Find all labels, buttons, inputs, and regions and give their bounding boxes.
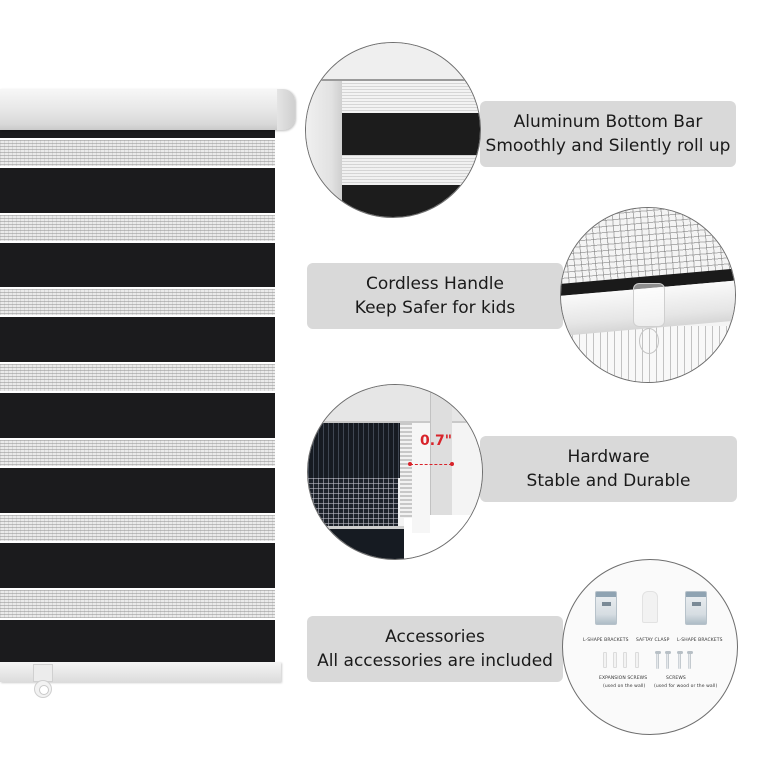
detail-circle-cordless-handle [560, 207, 736, 383]
sheer-stripe [0, 588, 275, 620]
sheer-band [342, 155, 480, 185]
handle-clip-icon [633, 283, 665, 327]
safety-clasp-icon [642, 591, 658, 623]
side-bracket [430, 385, 452, 515]
sheer-stripe [0, 213, 275, 243]
sheer-band [342, 83, 480, 113]
sheer-stripe [0, 513, 275, 543]
mesh-fabric [308, 478, 398, 526]
accessory-label: L-SHAPE BRACKETS [677, 638, 723, 643]
frame-top [306, 43, 480, 81]
sheer-stripe [0, 362, 275, 393]
feature-subtitle: Keep Safer for kids [354, 298, 516, 318]
detail-circle-hardware: 0.7" [307, 384, 483, 560]
sheer-stripe [0, 287, 275, 317]
dark-band [342, 113, 480, 155]
feature-title: Accessories [385, 627, 485, 647]
accessory-label: L-SHAPE BRACKETS [583, 638, 629, 643]
expansion-screw-icon [635, 652, 639, 668]
expansion-screw-icon [603, 652, 607, 668]
accessory-label: SAFTAY CLASP [636, 638, 670, 643]
screw-icon [676, 651, 683, 669]
accessory-note: (used on the wall) [603, 684, 646, 689]
screw-icon [686, 651, 693, 669]
feature-label-hardware: Hardware Stable and Durable [480, 436, 737, 502]
accessory-note: (used for wood or the wall) [654, 684, 718, 689]
l-shape-bracket-icon [685, 591, 707, 625]
detail-circle-accessories: L-SHAPE BRACKETS SAFTAY CLASP L-SHAPE BR… [562, 559, 738, 735]
sheer-stripe [0, 138, 275, 168]
measurement-label: 0.7" [420, 433, 453, 449]
handle-ring-icon [639, 328, 659, 354]
feature-label-bottom-bar: Aluminum Bottom Bar Smoothly and Silentl… [480, 101, 736, 167]
feature-label-cordless-handle: Cordless Handle Keep Safer for kids [307, 263, 563, 329]
head-rail-end-cap [277, 89, 295, 130]
cordless-handle-ring-icon [34, 680, 52, 698]
feature-subtitle: All accessories are included [317, 651, 553, 671]
bracket-gap [412, 423, 430, 533]
roller-tube [400, 423, 412, 518]
sheer-pleats [561, 326, 735, 382]
feature-subtitle: Smoothly and Silently roll up [485, 136, 731, 156]
feature-title: Cordless Handle [365, 274, 504, 294]
screw-icon [664, 651, 671, 669]
sheer-stripe [0, 438, 275, 468]
feature-subtitle: Stable and Durable [526, 471, 691, 491]
accessory-label: EXPANSION SCREWS [599, 676, 648, 681]
aluminum-bottom-bar [0, 662, 281, 682]
feature-label-accessories: Accessories All accessories are included [307, 616, 563, 682]
expansion-screw-icon [613, 652, 617, 668]
dark-band [342, 185, 480, 217]
blind-fabric [0, 127, 275, 667]
screw-icon [654, 651, 661, 669]
expansion-screw-icon [623, 652, 627, 668]
feature-title: Aluminum Bottom Bar [513, 112, 703, 132]
dark-fabric [308, 526, 404, 559]
detail-circle-bottom-bar [305, 42, 481, 218]
l-shape-bracket-icon [595, 591, 617, 625]
cassette-top [308, 385, 482, 423]
feature-title: Hardware [567, 447, 650, 467]
dark-fabric [308, 423, 400, 478]
head-rail-cassette [0, 89, 295, 130]
accessory-label: SCREWS [666, 676, 686, 681]
measurement-arrow-icon [408, 462, 454, 466]
